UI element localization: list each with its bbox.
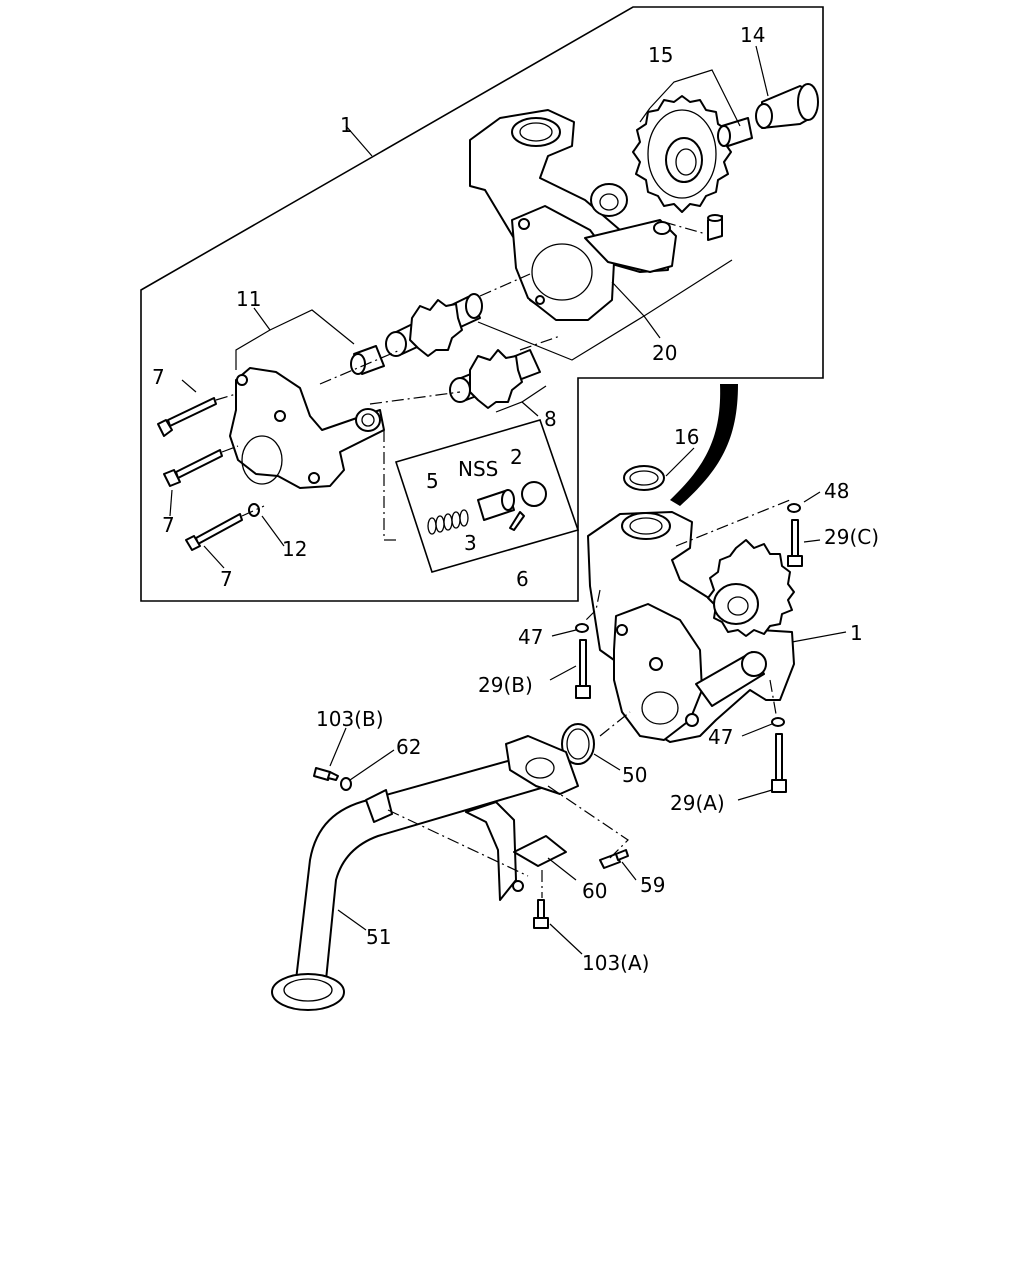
washer-47-a (575, 623, 589, 633)
washer-48 (787, 503, 801, 513)
bolt-7-a (157, 397, 217, 437)
label-59: 59 (640, 873, 665, 897)
label-47-b: 47 (708, 725, 733, 749)
label-7-c: 7 (220, 567, 233, 591)
clamp-bracket-60 (365, 789, 567, 901)
valve-spring (427, 509, 469, 535)
label-1-top: 1 (340, 113, 353, 137)
label-29-c: 29(C) (824, 525, 879, 549)
bolt-29-a (771, 733, 787, 793)
centerline-low-1 (675, 499, 791, 547)
bolt-29-b (575, 639, 591, 699)
bushing-shaft (755, 83, 819, 129)
washer-62 (340, 777, 352, 791)
label-8: 8 (544, 407, 557, 431)
bolt-59 (599, 849, 629, 869)
centerline-top-1 (319, 349, 401, 385)
valve-plug (521, 481, 547, 507)
label-103-a: 103(A) (582, 951, 649, 975)
small-bushing (350, 345, 385, 375)
label-103-b: 103(B) (316, 707, 384, 731)
sleeve-piece (717, 117, 753, 147)
relief-valve-kit (394, 419, 580, 573)
o-ring-16 (623, 465, 665, 491)
assembly-arrow (670, 384, 738, 506)
drive-gear (632, 95, 732, 213)
label-7-b: 7 (162, 513, 175, 537)
label-51: 51 (366, 925, 391, 949)
label-50: 50 (622, 763, 647, 787)
label-12: 12 (282, 537, 307, 561)
valve-plunger (477, 489, 515, 521)
label-16: 16 (674, 425, 699, 449)
centerline-low-5 (387, 809, 529, 877)
centerline-low-3 (769, 679, 777, 715)
pinion-gear-lower (449, 349, 541, 409)
pinion-gear-upper (385, 293, 483, 357)
label-60: 60 (582, 879, 607, 903)
label-20: 20 (652, 341, 677, 365)
label-29-a: 29(A) (670, 791, 725, 815)
label-62: 62 (396, 735, 421, 759)
oil-strainer-pipe (271, 735, 579, 1011)
label-15: 15 (648, 43, 673, 67)
centerline-top-9 (241, 505, 265, 517)
centerline-top-5 (663, 221, 707, 235)
valve-pin (509, 511, 525, 531)
label-7-a: 7 (152, 365, 165, 389)
pin-piece (707, 214, 723, 241)
centerline-low-6 (547, 785, 629, 859)
label-14: 14 (740, 23, 765, 47)
centerline-top-4 (479, 273, 531, 297)
centerline-low-4 (599, 711, 631, 737)
label-6: 6 (516, 567, 529, 591)
pump-cover (229, 367, 385, 489)
label-29-b: 29(B) (478, 673, 533, 697)
label-48: 48 (824, 479, 849, 503)
label-nss: NSS (458, 457, 498, 481)
pump-body-casting (469, 109, 677, 321)
leader-lines-top (169, 45, 769, 569)
gasket-50 (561, 723, 595, 765)
assembled-oil-pump (587, 511, 795, 743)
label-3: 3 (464, 531, 477, 555)
label-1-side: 1 (850, 621, 863, 645)
centerline-top-2 (369, 391, 461, 405)
centerline-top-8 (221, 445, 239, 453)
bolt-103-a (533, 899, 549, 929)
washer-12 (248, 503, 260, 517)
label-5: 5 (426, 469, 439, 493)
label-2: 2 (510, 445, 523, 469)
label-11: 11 (236, 287, 261, 311)
washer-47-b (771, 717, 785, 727)
bolt-103-b (313, 767, 339, 781)
assembly-kit-frame (140, 6, 824, 602)
leader-lines-lower (329, 447, 847, 955)
centerline-top-7 (215, 393, 237, 401)
bolt-7-c (185, 513, 243, 551)
bolt-7-b (163, 449, 223, 487)
centerline-low-2 (583, 589, 601, 623)
centerline-top-3 (519, 335, 561, 351)
label-47-a: 47 (518, 625, 543, 649)
bolt-29-c (787, 519, 803, 567)
